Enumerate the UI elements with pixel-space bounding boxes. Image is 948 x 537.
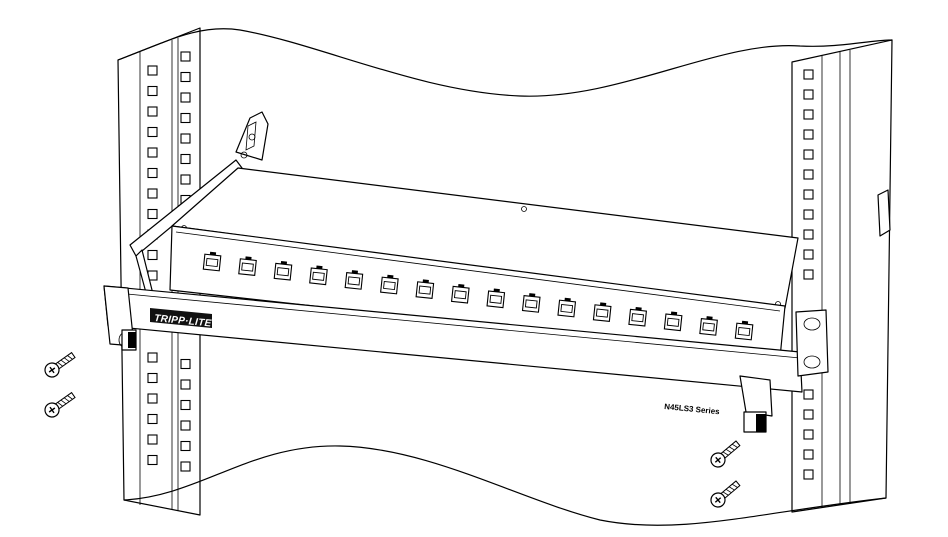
rack-hole [180,440,191,452]
rack-hole [180,399,191,411]
rack-hole [180,71,191,83]
screw-icon [44,351,76,378]
screw-icon [44,391,76,418]
coupler-port [663,311,683,332]
rack-hole [803,149,814,160]
coupler-port [380,274,399,295]
rack-hole [180,153,191,165]
rack-hole [803,449,814,460]
brand-logo-text: TRIPP·LITE [154,313,212,329]
rack-hole [180,92,191,103]
rack-hole [180,379,191,390]
rack-hole [147,167,158,179]
coupler-port [557,297,577,318]
rack-hole [803,389,814,400]
rack-hole [147,352,158,363]
rack-hole [147,393,158,404]
coupler-port [521,293,541,313]
rack-hole [803,189,814,200]
rack-hole [147,208,158,220]
coupler-port [734,320,754,341]
coupler-port [273,260,293,281]
coupler-port [450,283,470,304]
rack-hole [803,229,814,240]
coupler-port [699,316,718,336]
rack-hole [147,85,158,97]
front-mounting-bracket [103,285,829,433]
screw-icon [710,440,741,468]
wavy-cutaway-outline [117,28,893,526]
rack-hole [180,51,191,62]
rack-hole [180,174,191,185]
rear-left-bracket [235,111,269,161]
coupler-port [628,306,647,327]
rack-hole [803,269,814,280]
coupler-port [202,251,222,272]
coupler-port [486,288,506,309]
rack-hole [147,249,158,261]
rack-hole [180,420,191,431]
rack-hole [147,372,158,384]
rack-hole [147,126,158,138]
rack-hole [147,188,158,199]
rack-hole [803,89,814,100]
screw-icon [710,480,741,508]
rack-hole [180,112,191,124]
rack-hole [180,133,191,144]
rack-hole [803,249,814,260]
rack-hole [180,358,191,370]
rack-hole [803,209,814,220]
rack-hole [147,434,158,445]
rack-hole [147,106,158,117]
coupler-port [344,270,364,290]
brand-logo: TRIPP·LITE [150,308,212,329]
rack-hole [147,65,158,76]
rack-hole [180,461,191,472]
coupler-ports [202,251,754,341]
rack-hole [803,469,814,480]
coupler-port [592,302,612,323]
rack-hole [803,129,814,140]
rack-hole [803,429,814,440]
rack-hole [803,109,814,120]
right-rack-rail [791,39,893,513]
coupler-port [309,265,328,286]
mounting-screws [44,351,741,508]
coupler-port [238,256,257,277]
rack-hole [147,454,158,466]
series-label: N45LS3 Series [664,402,721,416]
rack-hole [803,69,814,80]
coupler-port [415,279,435,300]
rack-hole [803,169,814,180]
rack-hole [803,409,814,420]
right-rail-holes [803,69,814,480]
rack-hole [147,147,158,158]
panel-front-face [169,225,786,359]
rack-hole [147,413,158,425]
